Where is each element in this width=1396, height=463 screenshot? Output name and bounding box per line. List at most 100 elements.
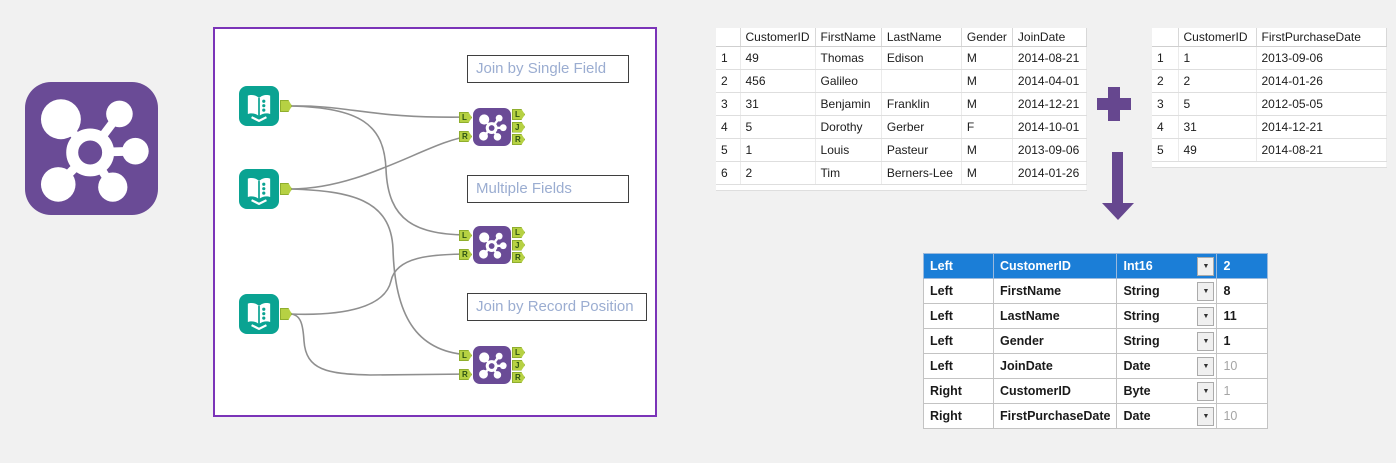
config-row-left-LastName[interactable]: Left LastName String ▼ 11 — [923, 303, 1269, 329]
config-row-right-CustomerID[interactable]: Right CustomerID Byte ▼ 1 — [923, 378, 1269, 404]
config-field: FirstPurchaseDate — [992, 403, 1118, 429]
wire-input1-join2-L — [290, 105, 472, 236]
join-config-table: Left CustomerID Int16 ▼ 2 Left FirstName… — [923, 253, 1269, 429]
config-row-left-JoinDate[interactable]: Left JoinDate Date ▼ 10 — [923, 353, 1269, 379]
canvas-label-join-single-field[interactable]: Join by Single Field — [467, 55, 629, 83]
text-input-tool-2[interactable] — [239, 169, 293, 209]
output-anchor-L[interactable]: L — [512, 109, 525, 120]
dropdown-arrow-icon[interactable]: ▼ — [1197, 306, 1215, 326]
dropdown-arrow-icon[interactable]: ▼ — [1197, 281, 1215, 301]
join-network-icon — [473, 346, 511, 384]
output-anchor-J[interactable]: J — [512, 121, 525, 133]
join-tool-3[interactable]: L R L J R — [459, 346, 531, 384]
table-cell: M — [961, 92, 1013, 116]
output-anchor[interactable] — [280, 308, 292, 320]
table-cell: Louis — [815, 138, 882, 162]
config-size: 1 — [1216, 378, 1269, 404]
table-cell: 2 — [740, 161, 816, 185]
table-cell: 31 — [1178, 115, 1257, 139]
dropdown-arrow-icon[interactable]: ▼ — [1197, 356, 1215, 376]
output-anchor-R[interactable]: R — [512, 372, 525, 383]
config-side: Left — [923, 303, 994, 329]
type-value: Date — [1123, 359, 1151, 373]
table-cell: Galileo — [815, 69, 882, 93]
type-value: String — [1123, 284, 1160, 298]
output-anchor[interactable] — [280, 100, 292, 112]
left-input-anchor-L[interactable]: L — [459, 112, 472, 123]
canvas-label-join-record-position[interactable]: Join by Record Position — [467, 293, 647, 321]
config-type: Int16 ▼ — [1116, 253, 1218, 279]
left-input-anchor-R[interactable]: R — [459, 249, 472, 260]
output-anchor-J[interactable]: J — [512, 359, 525, 371]
output-anchor-L[interactable]: L — [512, 347, 525, 358]
table-cell: 5 — [740, 115, 816, 139]
config-size: 8 — [1216, 278, 1269, 304]
text-input-tool-3[interactable] — [239, 294, 293, 334]
left-input-anchor-R[interactable]: R — [459, 369, 472, 380]
dropdown-arrow-icon[interactable]: ▼ — [1197, 381, 1215, 401]
output-anchor-J[interactable]: J — [512, 239, 525, 251]
book-icon — [239, 294, 279, 334]
config-field: JoinDate — [992, 353, 1118, 379]
dropdown-arrow-icon[interactable]: ▼ — [1197, 331, 1215, 351]
table-cell — [881, 69, 962, 93]
dropdown-arrow-icon[interactable]: ▼ — [1197, 406, 1215, 426]
table-cell: F — [961, 115, 1013, 139]
output-anchor[interactable] — [280, 183, 292, 195]
config-row-left-FirstName[interactable]: Left FirstName String ▼ 8 — [923, 278, 1269, 304]
config-row-left-Gender[interactable]: Left Gender String ▼ 1 — [923, 328, 1269, 354]
left-input-anchor-L[interactable]: L — [459, 230, 472, 241]
config-size: 10 — [1216, 353, 1269, 379]
table-cell: Dorothy — [815, 115, 882, 139]
table-cell: 2014-01-26 — [1012, 161, 1087, 185]
empty-row — [1152, 161, 1387, 168]
text-input-tool-1[interactable] — [239, 86, 293, 126]
output-anchor-R[interactable]: R — [512, 252, 525, 263]
row-number: 5 — [1152, 138, 1179, 162]
wire-input2-join3-L — [290, 188, 472, 356]
column-header: FirstName — [815, 28, 882, 47]
table-cell: M — [961, 161, 1013, 185]
table-cell: 2014-01-26 — [1256, 69, 1387, 93]
output-anchor-L[interactable]: L — [512, 227, 525, 238]
row-number: 3 — [1152, 92, 1179, 116]
canvas-label-multiple-fields[interactable]: Multiple Fields — [467, 175, 629, 203]
dropdown-arrow-icon[interactable]: ▼ — [1197, 256, 1215, 276]
config-side: Right — [923, 403, 994, 429]
config-row-left-CustomerID[interactable]: Left CustomerID Int16 ▼ 2 — [923, 253, 1269, 279]
left-input-anchor-L[interactable]: L — [459, 350, 472, 361]
table-cell: 2014-12-21 — [1256, 115, 1387, 139]
table-cell: Thomas — [815, 46, 882, 70]
column-header: LastName — [881, 28, 962, 47]
table-cell: Franklin — [881, 92, 962, 116]
config-type: Date ▼ — [1116, 353, 1218, 379]
join-tool-1[interactable]: L R L J R — [459, 108, 531, 146]
workflow-canvas: L R L J R L R — [213, 27, 657, 417]
join-tool-2[interactable]: L R L J R — [459, 226, 531, 264]
config-side: Left — [923, 328, 994, 354]
table-cell: M — [961, 69, 1013, 93]
table-cell: M — [961, 46, 1013, 70]
config-row-right-FirstPurchaseDate[interactable]: Right FirstPurchaseDate Date ▼ 10 — [923, 403, 1269, 429]
config-field: CustomerID — [992, 378, 1118, 404]
table-cell: 2014-08-21 — [1256, 138, 1387, 162]
output-anchor-R[interactable]: R — [512, 134, 525, 145]
table-cell: 49 — [1178, 138, 1257, 162]
connection-wires — [290, 105, 472, 376]
table-cell: Berners-Lee — [881, 161, 962, 185]
config-field: Gender — [992, 328, 1118, 354]
row-number: 2 — [1152, 69, 1179, 93]
config-field: CustomerID — [992, 253, 1118, 279]
column-header: FirstPurchaseDate — [1256, 28, 1387, 47]
table-cell: 456 — [740, 69, 816, 93]
left-input-anchor-R[interactable]: R — [459, 131, 472, 142]
